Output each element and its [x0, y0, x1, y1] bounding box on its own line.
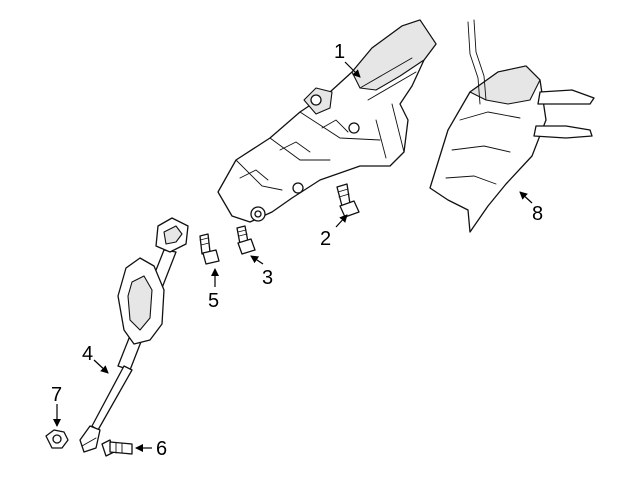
callout-5: 5 — [208, 290, 219, 312]
intermediate-shaft — [79, 217, 189, 453]
bolt-5 — [199, 233, 220, 265]
callout-1: 1 — [334, 41, 345, 63]
callout-4: 4 — [82, 343, 93, 365]
callout-3: 3 — [262, 267, 273, 289]
bolt-6 — [101, 439, 133, 457]
callout-leaders — [53, 61, 533, 452]
callout-8: 8 — [532, 203, 543, 225]
bolt-3 — [236, 225, 256, 255]
nut-7 — [45, 429, 69, 449]
column-shroud-with-switches — [429, 19, 595, 233]
callout-2: 2 — [320, 228, 331, 250]
bolt-2 — [336, 183, 360, 218]
callout-6: 6 — [156, 438, 167, 460]
callout-7: 7 — [51, 384, 62, 406]
steering-column-assembly — [217, 19, 437, 223]
callout-labels: 1 2 3 4 5 6 7 8 — [51, 41, 543, 460]
